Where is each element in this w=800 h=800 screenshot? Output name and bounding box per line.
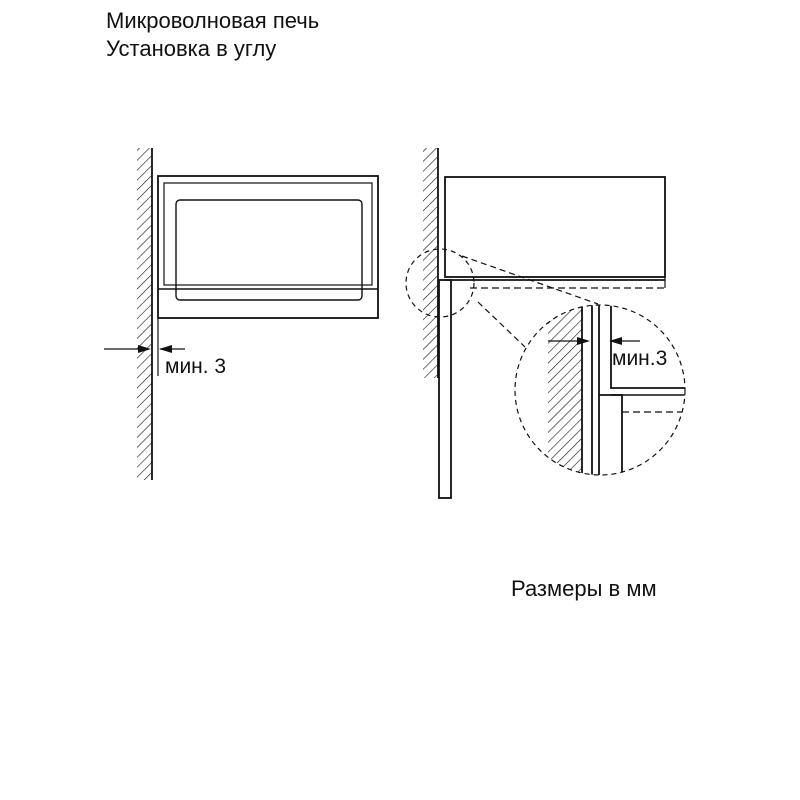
clearance-dimension-detail: мин.3 (548, 337, 667, 370)
diagram-title-line1: Микроволновая печь (106, 8, 320, 33)
detail-callout-circle (405, 248, 475, 318)
detail-microwave-corner (610, 305, 685, 389)
detail-leader-lines (461, 255, 599, 348)
microwave-front (157, 175, 379, 319)
clearance-dimension-front: мин. 3 (104, 318, 226, 378)
front-view: мин. 3 (104, 148, 379, 480)
detail-magnified-circle (514, 304, 686, 476)
detail-wall-hatched (548, 305, 582, 475)
units-note: Размеры в мм (511, 576, 657, 601)
clearance-label-front: мин. 3 (165, 355, 226, 378)
microwave-side (444, 176, 666, 289)
detail-view: мин.3 (514, 304, 686, 476)
diagram-title-line2: Установка в углу (106, 36, 277, 61)
cabinet-side-panel (438, 279, 452, 499)
side-wall-hatched (137, 148, 153, 480)
clearance-label-detail: мин.3 (612, 347, 667, 370)
side-view (405, 148, 666, 499)
side-view-wall-hatched (423, 148, 439, 378)
